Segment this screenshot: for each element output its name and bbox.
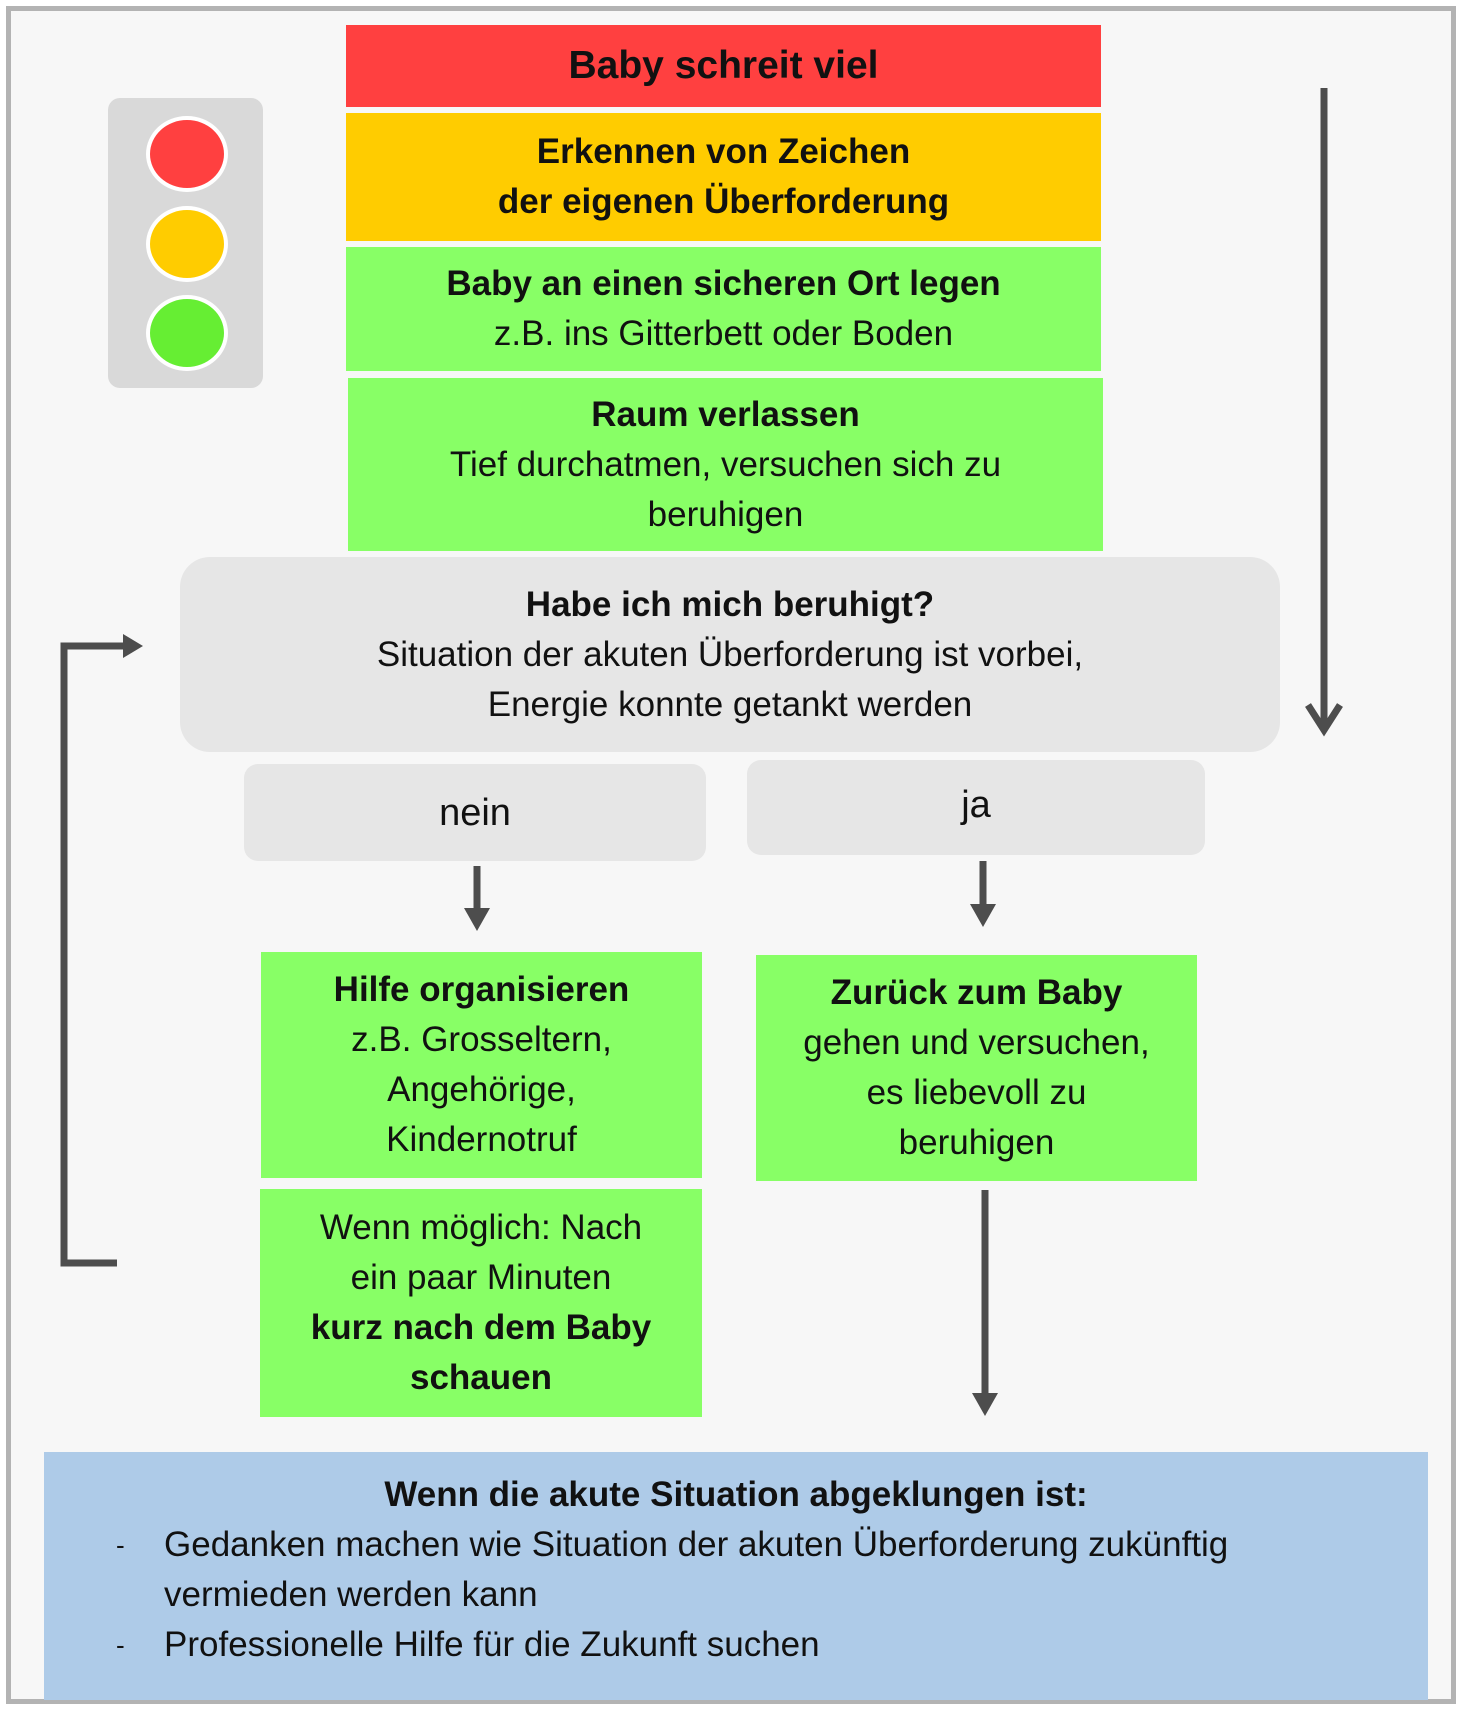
step-check-baby-line2: ein paar Minuten: [350, 1258, 612, 1297]
step-check-baby-bold2: schauen: [410, 1358, 552, 1397]
bullet-dash: -: [116, 1530, 125, 1560]
step-leave-room-line1: Tief durchatmen, versuchen sich zu: [449, 444, 1002, 484]
final-advice-item-text: Professionelle Hilfe für die Zukunft suc…: [164, 1625, 820, 1664]
loop-back-arrowhead: [123, 634, 143, 658]
step-back-to-baby-line3: beruhigen: [898, 1123, 1055, 1162]
final-advice-item: - Professionelle Hilfe für die Zukunft su…: [44, 1620, 1428, 1670]
final-advice-title: Wenn die akute Situation abgeklungen ist…: [384, 1475, 1088, 1514]
step-leave-room-title: Raum verlassen: [591, 394, 860, 434]
answer-yes-label: ja: [961, 784, 991, 826]
step-back-to-baby-title: Zurück zum Baby: [830, 973, 1123, 1012]
step-organize-help-line2: Angehörige,: [387, 1070, 576, 1109]
step-back-to-baby: Zurück zum Baby gehen und versuchen, es …: [756, 955, 1197, 1181]
final-advice-list: - Gedanken machen wie Situation der akute…: [44, 1520, 1428, 1670]
yes-branch-arrow: [970, 861, 996, 927]
step-organize-help-title: Hilfe organisieren: [333, 970, 630, 1009]
step-recognize-signs: Erkennen von Zeichen der eigenen Überfor…: [346, 113, 1101, 241]
step-safe-place: Baby an einen sicheren Ort legen z.B. in…: [346, 247, 1101, 371]
answer-no-label: nein: [439, 791, 511, 834]
question-title: Habe ich mich beruhigt?: [525, 584, 935, 624]
step-safe-place-title: Baby an einen sicheren Ort legen: [446, 264, 1001, 303]
step-check-baby-bold1: kurz nach dem Baby: [310, 1308, 652, 1347]
step-back-to-baby-line1: gehen und versuchen,: [803, 1023, 1150, 1062]
yes-to-final-arrow: [972, 1190, 998, 1416]
step-recognize-line1: Erkennen von Zeichen: [536, 132, 911, 171]
question-calmed-down: Habe ich mich beruhigt? Situation der ak…: [180, 557, 1280, 752]
step-baby-cries: Baby schreit viel: [346, 25, 1101, 107]
step-organize-help: Hilfe organisieren z.B. Grosseltern, Ang…: [261, 952, 702, 1178]
traffic-light-icon: [108, 98, 263, 388]
final-advice-item-text: Gedanken machen wie Situation der akuten…: [164, 1525, 1229, 1614]
final-advice-item: - Gedanken machen wie Situation der akute…: [44, 1520, 1428, 1620]
step-leave-room-line2: beruhigen: [647, 494, 804, 534]
loop-back-arrow: [60, 642, 125, 1267]
step-safe-place-text: z.B. ins Gitterbett oder Boden: [493, 314, 954, 353]
main-flow-down-arrow: [1305, 88, 1343, 737]
traffic-light-green-lamp: [146, 295, 228, 371]
step-organize-help-line1: z.B. Grosseltern,: [351, 1020, 612, 1059]
step-check-baby: Wenn möglich: Nach ein paar Minuten kurz…: [260, 1189, 702, 1417]
step-recognize-line2: der eigenen Überforderung: [497, 182, 950, 221]
step-check-baby-line1: Wenn möglich: Nach: [319, 1208, 643, 1247]
traffic-light-yellow-lamp: [146, 206, 228, 282]
step-leave-room: Raum verlassen Tief durchatmen, versuche…: [348, 378, 1103, 551]
step-organize-help-line3: Kindernotruf: [386, 1120, 577, 1159]
final-advice-box: Wenn die akute Situation abgeklungen ist…: [44, 1452, 1428, 1700]
no-branch-arrow: [464, 866, 490, 931]
step-baby-cries-label: Baby schreit viel: [568, 44, 879, 87]
answer-yes: ja: [747, 760, 1205, 855]
question-line1: Situation der akuten Überforderung ist v…: [376, 634, 1084, 674]
step-back-to-baby-line2: es liebevoll zu: [866, 1073, 1087, 1112]
bullet-dash: -: [116, 1630, 125, 1660]
traffic-light-red-lamp: [146, 116, 228, 192]
question-line2: Energie konnte getankt werden: [487, 684, 973, 724]
answer-no: nein: [244, 764, 706, 861]
